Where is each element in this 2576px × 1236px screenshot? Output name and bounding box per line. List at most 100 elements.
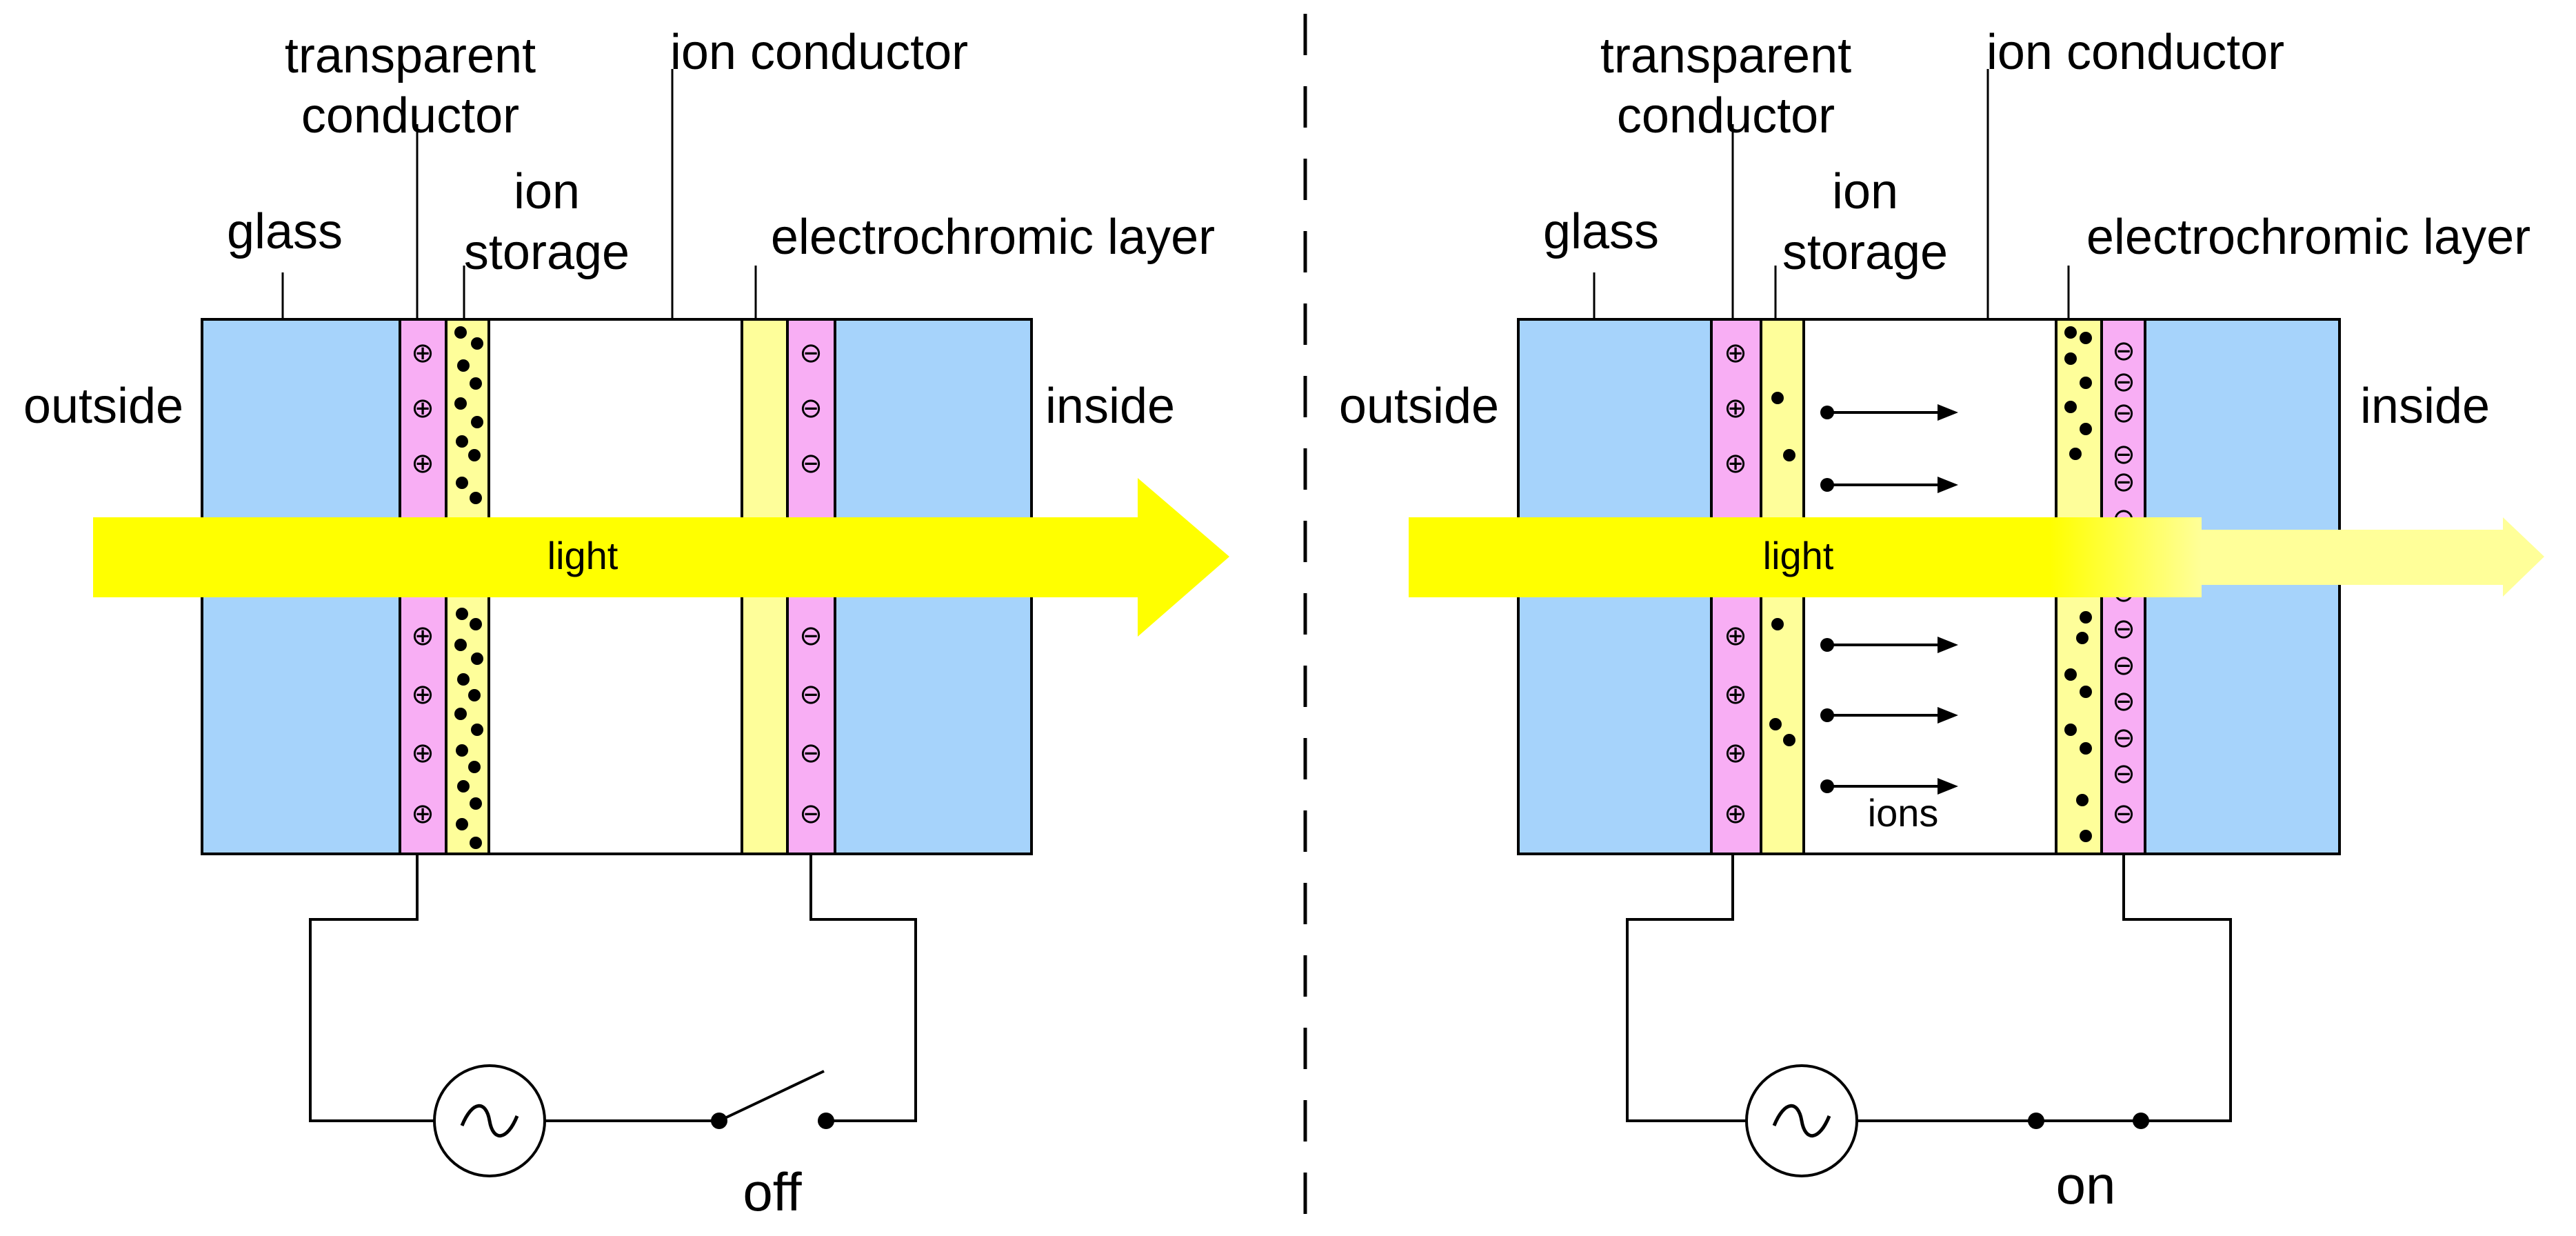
left-panel: ⊕ ⊕ ⊕ ⊕ ⊕ ⊕ ⊕ ⊖ ⊖ ⊖ ⊖ ⊖ ⊖ ⊖ [23,25,1229,1222]
left-label-transparent-2: conductor [301,88,519,143]
right-storage-ions [1769,392,1795,746]
left-minus-charge: ⊖ [799,679,823,710]
ion-flow-arrow [1820,707,1958,724]
right-plus-charge: ⊕ [1724,392,1747,424]
ion-dot [471,416,483,428]
ion-dot [2080,611,2092,624]
ion-dot [454,326,467,339]
right-electrochromic-ions [2064,326,2092,842]
ion-dot [456,477,468,489]
left-label-ion-conductor: ion conductor [670,25,968,80]
right-minus-charge: ⊖ [2112,613,2135,645]
right-label-outside: outside [1339,379,1499,434]
ion-dot [454,708,467,720]
ion-flow-arrow [1820,778,1958,795]
right-label-storage: storage [1782,225,1948,280]
right-minus-charge: ⊖ [2112,798,2135,830]
left-plus-charge: ⊕ [411,737,434,769]
right-label-inside: inside [2360,379,2490,434]
ion-dot [468,689,481,701]
ion-flow-arrow [1820,477,1958,493]
right-minus-charge: ⊖ [2112,439,2135,470]
left-positive-charges: ⊕ ⊕ ⊕ ⊕ ⊕ ⊕ ⊕ [411,337,434,830]
left-minus-charge: ⊖ [799,337,823,369]
right-label-glass: glass [1543,204,1659,259]
right-leader-lines [1593,69,2070,319]
right-switch-contact [2028,1113,2044,1129]
ion-dot [468,449,481,461]
left-minus-charge: ⊖ [799,620,823,652]
left-label-storage: storage [464,225,630,280]
left-label-ion: ion [514,164,580,219]
right-minus-charge: ⊖ [2112,722,2135,754]
ion-dot [470,618,482,630]
right-light-label: light [1763,534,1834,577]
right-minus-charge: ⊖ [2112,397,2135,429]
ion-dot [470,492,482,504]
left-plus-charge: ⊕ [411,679,434,710]
right-label-ion: ion [1832,164,1898,219]
ion-dot [457,780,470,793]
left-switch-contact [818,1113,834,1129]
left-negative-charges: ⊖ ⊖ ⊖ ⊖ ⊖ ⊖ ⊖ [799,337,823,830]
ion-dot [456,435,468,448]
right-state-label: on [2056,1155,2116,1215]
right-ion-flow-arrows [1820,404,1958,795]
left-label-outside: outside [23,379,183,434]
right-minus-charge: ⊖ [2112,758,2135,790]
left-stored-ions [454,326,483,849]
left-state-label: off [743,1162,802,1222]
ion-dot [1769,718,1782,730]
right-light-arrow-body [1409,517,2050,597]
ion-dot [1771,618,1784,630]
left-plus-charge: ⊕ [411,392,434,424]
ion-dot [2080,377,2092,389]
ion-dot [1771,392,1784,404]
ion-dot [454,397,467,410]
ion-dot [2064,724,2077,736]
left-plus-charge: ⊕ [411,798,434,830]
right-minus-charge: ⊖ [2112,686,2135,717]
ion-dot [471,652,483,665]
ion-dot [2069,448,2082,460]
right-light-arrow-fade [2050,517,2202,597]
ion-dot [2064,326,2077,339]
ion-dot [456,608,468,620]
left-switch-contact [711,1113,727,1129]
ion-dot [2064,668,2077,681]
ion-dot [456,744,468,757]
left-minus-charge: ⊖ [799,798,823,830]
ion-dot [2076,794,2089,806]
right-label-transparent-2: conductor [1617,88,1835,143]
ion-dot [2080,332,2092,344]
ion-dot [2064,401,2077,413]
right-negative-charges: ⊖ ⊖ ⊖ ⊖ ⊖ ⊖ ⊖ ⊖ ⊖ ⊖ ⊖ ⊖ ⊖ [2112,335,2135,830]
left-label-electrochromic: electrochromic layer [771,210,1215,265]
right-plus-charge: ⊕ [1724,337,1747,369]
ion-dot [2080,423,2092,435]
left-plus-charge: ⊕ [411,620,434,652]
right-plus-charge: ⊕ [1724,798,1747,830]
right-panel: ⊕ ⊕ ⊕ ⊕ ⊕ ⊕ ⊕ ⊖ ⊖ ⊖ ⊖ ⊖ ⊖ ⊖ ⊖ ⊖ ⊖ ⊖ ⊖ ⊖ [1339,25,2544,1215]
ion-dot [2080,686,2092,698]
ion-dot [2076,632,2089,644]
ion-dot [2080,742,2092,755]
ion-flow-arrow [1820,404,1958,421]
right-label-ion-conductor: ion conductor [1986,25,2284,80]
right-positive-charges: ⊕ ⊕ ⊕ ⊕ ⊕ ⊕ ⊕ [1724,337,1747,830]
ion-dot [470,377,482,390]
right-light-arrow-faded [2202,517,2544,597]
left-minus-charge: ⊖ [799,392,823,424]
ion-dot [1783,449,1795,461]
left-light-arrow [93,478,1229,637]
ion-dot [457,673,470,686]
left-label-transparent-1: transparent [285,28,536,83]
left-minus-charge: ⊖ [799,448,823,479]
left-leader-lines [281,69,757,319]
right-minus-charge: ⊖ [2112,335,2135,367]
ion-dot [470,797,482,810]
left-plus-charge: ⊕ [411,337,434,369]
ion-dot [457,359,470,372]
right-plus-charge: ⊕ [1724,620,1747,652]
right-ions-label: ions [1868,791,1939,835]
